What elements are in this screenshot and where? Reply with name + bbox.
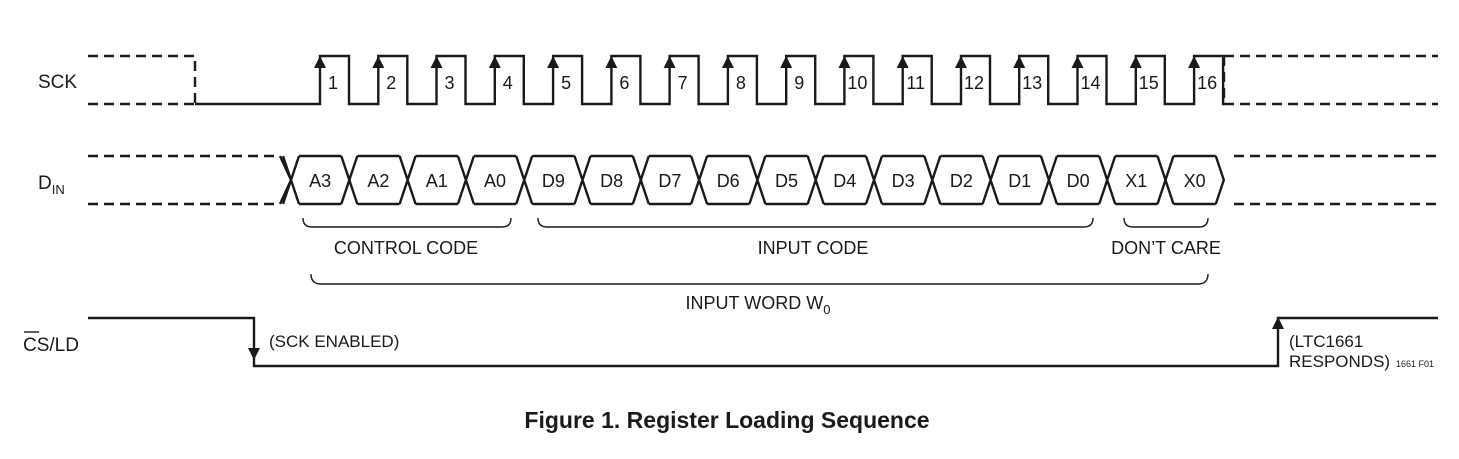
svg-text:CS/LD: CS/LD	[23, 335, 79, 356]
cs-falling-arrow	[248, 348, 260, 360]
sck-clock-number: 7	[678, 73, 688, 93]
cs-rising-arrow	[1272, 317, 1284, 329]
input-word-label-main: INPUT WORD W	[686, 293, 824, 313]
input-code-brace	[537, 217, 1094, 228]
sck-edge-arrow	[488, 56, 501, 68]
sck-edge-arrow	[547, 56, 560, 68]
sck-enabled-note: (SCK ENABLED)	[269, 332, 399, 351]
sck-edge-arrow	[1013, 56, 1026, 68]
cs-label-bar: CS	[23, 335, 49, 356]
din-bit-label: D2	[950, 171, 973, 191]
din-label-sub: IN	[52, 182, 65, 197]
dont-care-brace	[1123, 217, 1209, 228]
din-bit-label: D3	[892, 171, 915, 191]
sck-clock-number: 14	[1080, 73, 1100, 93]
din-label-main: D	[38, 173, 52, 194]
input-word-brace	[310, 273, 1209, 285]
sck-clock-number: 9	[794, 73, 804, 93]
din-bit-label: D0	[1067, 171, 1090, 191]
sck-clock-number: 1	[328, 73, 338, 93]
sck-edge-arrow	[1188, 56, 1201, 68]
sck-solid-wave	[195, 54, 1225, 106]
input-code-label: INPUT CODE	[758, 238, 869, 258]
sck-clock-number: 6	[619, 73, 629, 93]
sck-edge-arrow	[896, 56, 909, 68]
sck-clock-number: 11	[906, 73, 925, 93]
sck-clock-number: 4	[503, 73, 513, 93]
sck-rising-edge-arrows	[314, 56, 1201, 68]
figure-ref-code: 1661 F01	[1396, 359, 1434, 369]
sck-edge-arrow	[954, 56, 967, 68]
din-bit-label: X1	[1125, 171, 1147, 191]
sck-label: SCK	[38, 72, 77, 93]
cs-ld-waveform	[88, 316, 1438, 368]
sck-clock-number: 8	[736, 73, 746, 93]
din-bit-label: D6	[717, 171, 740, 191]
sck-edge-arrow	[372, 56, 385, 68]
sck-edge-arrow	[780, 56, 793, 68]
sck-edge-arrow	[663, 56, 676, 68]
cs-label-rest: /LD	[49, 335, 79, 356]
sck-edge-arrow	[314, 56, 326, 68]
din-bit-label: D1	[1008, 171, 1031, 191]
sck-edge-arrow	[430, 56, 443, 68]
control-code-brace	[302, 217, 512, 228]
din-bit-labels: A3 A2 A1 A0 D9 D8 D7 D6 D5 D4 D3 D2 D1 D0 X1 X0	[309, 171, 1206, 191]
sck-clock-number: 13	[1022, 73, 1042, 93]
sck-clock-number: 2	[386, 73, 396, 93]
din-label: DIN	[38, 173, 65, 197]
input-word-label: INPUT WORD W0	[686, 293, 831, 317]
control-code-label: CONTROL CODE	[334, 238, 478, 258]
din-bit-label: A0	[484, 171, 506, 191]
sck-edge-arrow	[838, 56, 851, 68]
cs-ld-label: CS/LD	[23, 331, 79, 356]
din-bit-label: D7	[658, 171, 681, 191]
sck-dashed-start	[88, 54, 197, 106]
din-dashed-end	[1234, 154, 1438, 206]
sck-dashed-end	[1222, 54, 1438, 106]
cs-ld-wave	[88, 316, 1438, 368]
sck-clock-number: 15	[1139, 73, 1159, 93]
din-bit-label: D8	[600, 171, 623, 191]
sck-edge-arrow	[605, 56, 618, 68]
sck-clock-number: 16	[1197, 73, 1217, 93]
sck-clock-number: 3	[444, 73, 454, 93]
ltc1661-responds-line1: (LTC1661	[1289, 332, 1363, 351]
input-word-label-sub: 0	[823, 302, 830, 317]
figure-caption: Figure 1. Register Loading Sequence	[524, 407, 929, 433]
sck-edge-arrow	[1129, 56, 1142, 68]
din-bit-label: A3	[309, 171, 331, 191]
din-waveform: A3 A2 A1 A0 D9 D8 D7 D6 D5 D4 D3 D2 D1 D0 X1 X0	[88, 154, 1438, 206]
sck-edge-arrow	[721, 56, 734, 68]
dont-care-label: DON’T CARE	[1111, 238, 1221, 258]
din-bit-label: D4	[833, 171, 856, 191]
din-bit-label: A2	[367, 171, 389, 191]
din-dashed-start	[88, 154, 280, 206]
din-bit-label: A1	[426, 171, 448, 191]
din-data-eye	[278, 154, 1226, 206]
sck-clock-number: 5	[561, 73, 571, 93]
sck-clock-number: 10	[847, 73, 867, 93]
din-bit-label: D9	[542, 171, 565, 191]
ltc1661-responds-line2: RESPONDS)	[1289, 352, 1390, 371]
din-bit-label: X0	[1184, 171, 1206, 191]
sck-edge-arrow	[1071, 56, 1084, 68]
sck-clock-number: 12	[964, 73, 984, 93]
din-bit-label: D5	[775, 171, 798, 191]
